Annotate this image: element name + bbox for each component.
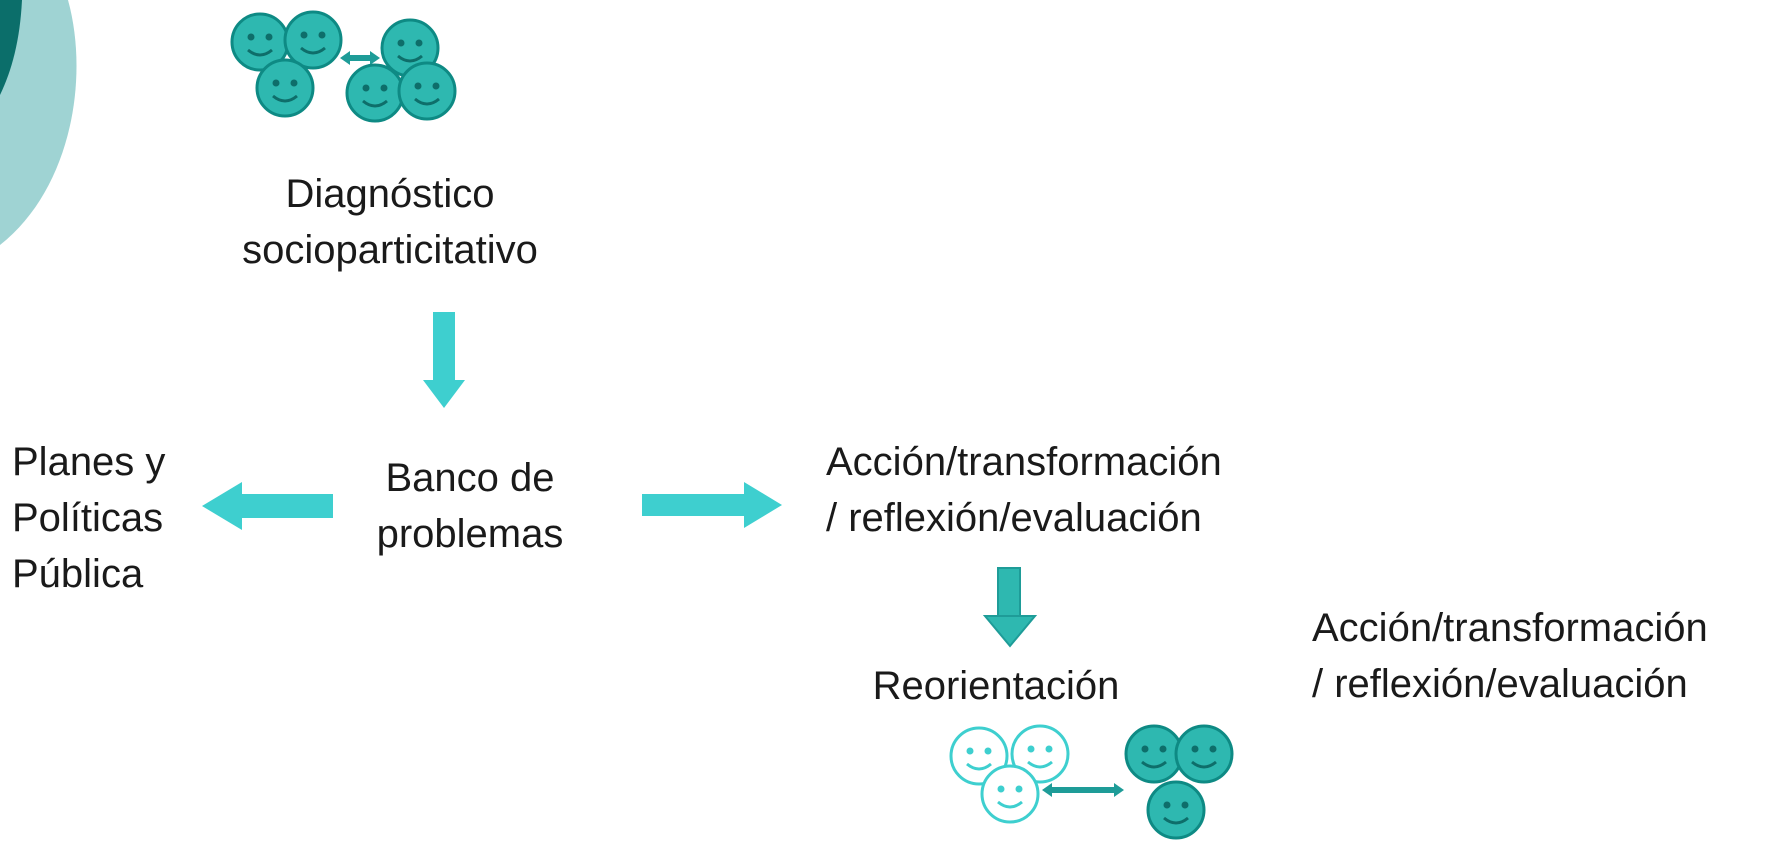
double-arrow-icon — [340, 51, 380, 65]
node-accion1-line-1: Acción/transformación — [826, 440, 1222, 484]
node-accion2-line-1: Acción/transformación — [1312, 606, 1708, 650]
node-planes-line-2: Políticas — [12, 496, 164, 540]
top-smiley-group — [230, 10, 457, 123]
corner-arc-dark — [0, 0, 22, 95]
node-banco-de-problemas: Banco de problemas — [340, 450, 600, 562]
node-accion1-line-2: / reflexión/evaluación — [826, 496, 1202, 540]
node-planes-y-politicas: Planes y Políticas Pública — [12, 434, 212, 602]
smiley-face-outline-icon — [1010, 724, 1070, 784]
double-arrow-icon — [1042, 783, 1124, 797]
node-accion2-line-2: / reflexión/evaluación — [1312, 662, 1688, 706]
node-planes-line-3: Pública — [12, 552, 144, 596]
node-accion-transformacion-1: Acción/transformación / reflexión/evalua… — [826, 434, 1306, 546]
arrow-right-banco-to-accion — [642, 482, 782, 528]
node-planes-line-1: Planes y — [12, 440, 166, 484]
arrow-down-diagnostico-to-banco — [423, 312, 465, 408]
smiley-face-icon — [345, 63, 405, 123]
smiley-face-outline-icon — [980, 764, 1040, 824]
node-reorientacion-line-1: Reorientación — [872, 664, 1120, 708]
smiley-face-icon — [397, 61, 457, 121]
smiley-face-icon — [1174, 724, 1234, 784]
corner-arc-light — [0, 0, 77, 245]
node-accion-transformacion-2: Acción/transformación / reflexión/evalua… — [1312, 600, 1792, 712]
smiley-face-icon — [230, 12, 290, 72]
node-diagnostico-line-2: socioparticitativo — [242, 228, 538, 272]
corner-decoration — [0, 0, 77, 245]
node-diagnostico-line-1: Diagnóstico — [285, 172, 495, 216]
node-reorientacion: Reorientación — [846, 658, 1146, 714]
bottom-smiley-group — [949, 724, 1234, 840]
node-diagnostico: Diagnóstico socioparticitativo — [220, 166, 560, 278]
smiley-face-icon — [283, 10, 343, 70]
arrow-down-accion-to-reorientacion — [982, 567, 1038, 648]
arrow-left-banco-to-planes — [202, 482, 333, 530]
smiley-face-icon — [1124, 724, 1184, 784]
smiley-face-icon — [1146, 780, 1206, 840]
node-banco-line-2: problemas — [376, 512, 564, 556]
smiley-face-icon — [255, 58, 315, 118]
node-banco-line-1: Banco de — [385, 456, 555, 500]
